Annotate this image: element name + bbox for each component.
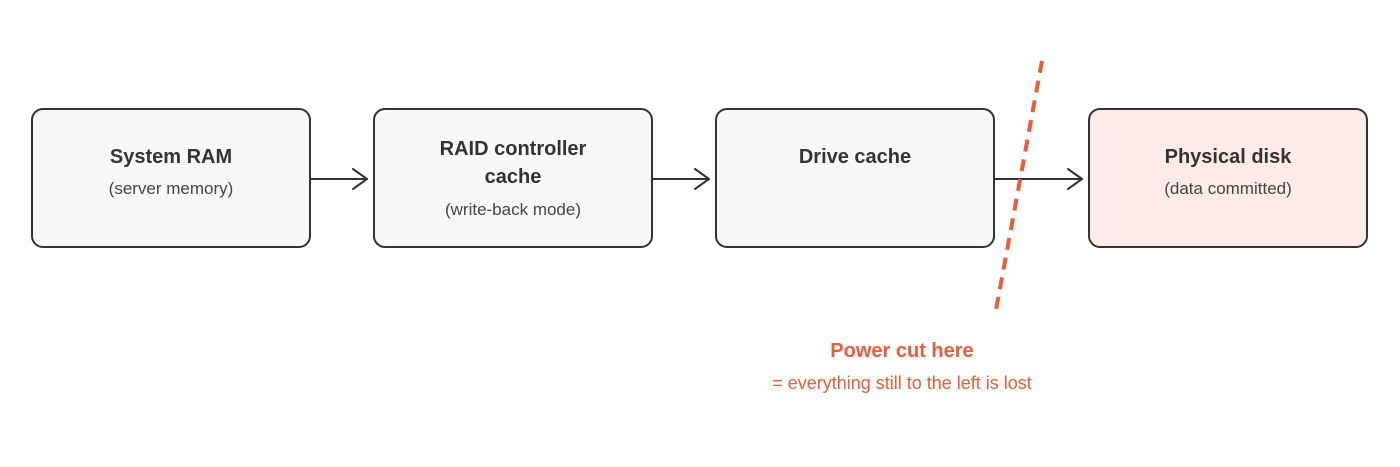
node-title: RAID controller cache — [375, 135, 651, 191]
node-title: Drive cache — [798, 146, 912, 168]
node-raid-controller-cache: RAID controller cache (write-back mode) — [373, 108, 653, 248]
node-subtitle: (data committed) — [1164, 179, 1292, 198]
node-physical-disk: Physical disk (data committed) — [1088, 108, 1368, 248]
node-title-line: cache — [484, 166, 542, 188]
arrow-drive-to-disk — [994, 168, 1083, 190]
arrow-raid-to-drive — [652, 168, 710, 190]
node-title-line: RAID controller — [439, 138, 587, 160]
node-drive-cache: Drive cache — [715, 108, 995, 248]
power-cut-note: = everything still to the left is lost — [772, 373, 1032, 393]
power-cut-line — [994, 60, 1044, 311]
power-cut-label: Power cut here — [830, 340, 974, 362]
arrow-ram-to-raid — [310, 168, 368, 190]
node-title: System RAM — [109, 146, 233, 168]
node-subtitle: (write-back mode) — [444, 200, 582, 219]
node-subtitle: (server memory) — [108, 179, 234, 198]
node-title: Physical disk — [1164, 146, 1292, 168]
node-system-ram: System RAM (server memory) — [31, 108, 311, 248]
